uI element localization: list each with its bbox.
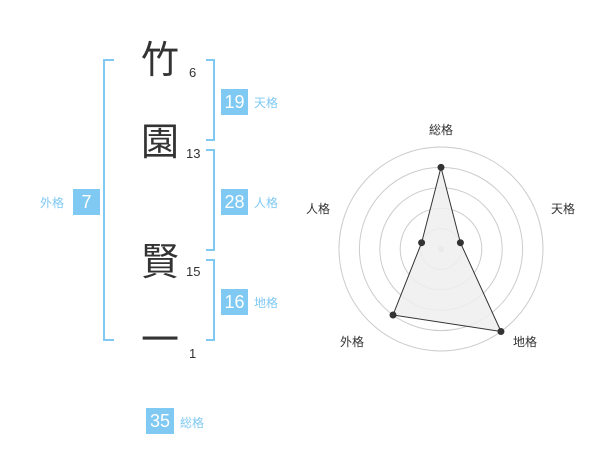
gaikaku-value: 7	[73, 189, 100, 215]
tenkaku-value: 19	[221, 89, 248, 115]
radar-axis-label-chikaku: 地格	[513, 334, 537, 349]
chikaku-label: 地格	[254, 296, 279, 310]
name-char-2: 園	[140, 120, 179, 164]
radar-ring	[338, 146, 544, 352]
radar-point-4	[389, 311, 397, 319]
tenkaku-label: 天格	[254, 96, 279, 110]
soukaku-value: 35	[146, 408, 174, 434]
gaikaku-label: 外格	[40, 196, 65, 210]
radar-point-5	[418, 239, 426, 247]
stroke-count-4: 1	[189, 346, 197, 361]
radar-polygon	[392, 167, 502, 333]
jinkaku-value: 28	[221, 189, 248, 215]
name-char-3: 賢	[140, 240, 179, 284]
tenkaku-bracket	[206, 59, 215, 141]
stroke-count-2: 13	[186, 146, 201, 161]
radar-points	[389, 163, 505, 336]
stroke-count-3: 15	[186, 264, 201, 279]
radar-point-2	[456, 239, 464, 247]
jinkaku-label: 人格	[254, 196, 279, 210]
gaikaku-bracket	[103, 59, 114, 341]
soukaku-label: 総格	[180, 416, 205, 430]
name-char-4: 一	[140, 318, 179, 362]
name-char-1: 竹	[140, 38, 179, 82]
chikaku-bracket	[206, 259, 215, 341]
radar-axis-label-tenkaku: 天格	[551, 201, 575, 216]
chikaku-value: 16	[221, 289, 248, 315]
radar-axis-label-jinkaku: 人格	[306, 201, 330, 216]
jinkaku-bracket	[206, 149, 215, 251]
radar-axis-label-soukaku: 総格	[429, 122, 453, 137]
stroke-count-1: 6	[189, 65, 197, 80]
radar-point-1	[437, 163, 445, 171]
radar-axis-label-gaikaku: 外格	[340, 334, 364, 349]
radar-point-3	[497, 328, 505, 336]
